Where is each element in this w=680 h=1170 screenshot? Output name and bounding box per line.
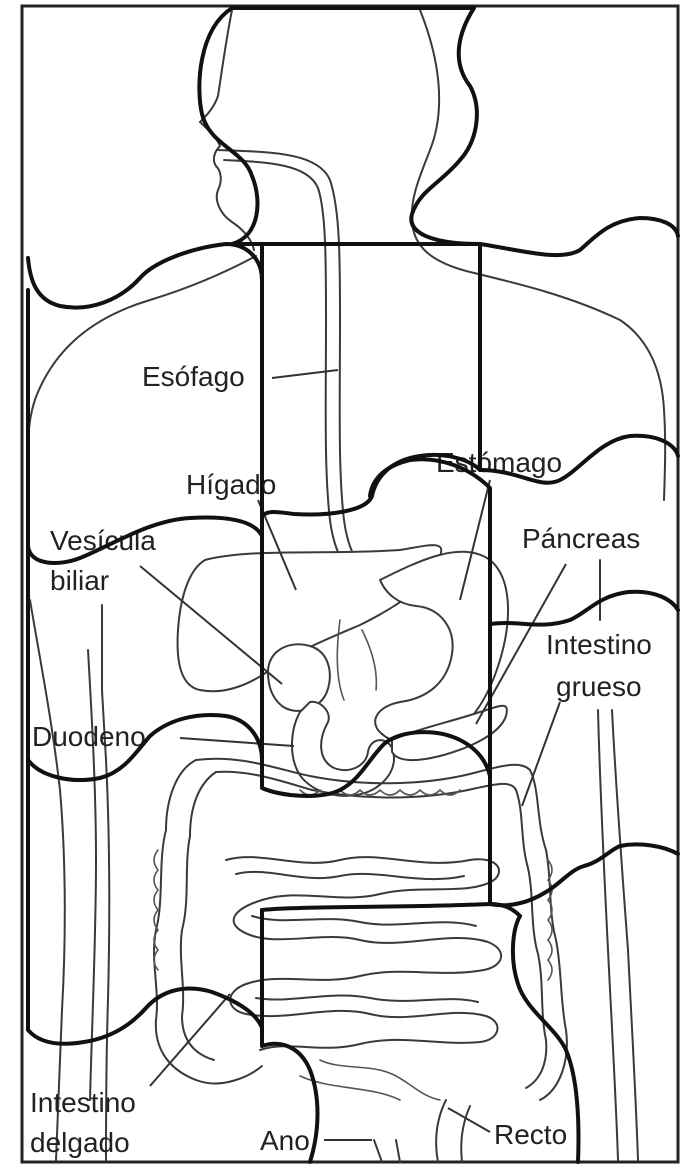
label-intestino-grueso-line2: grueso xyxy=(556,671,642,702)
label-recto: Recto xyxy=(494,1119,567,1150)
puzzle-piece-head xyxy=(199,8,480,244)
puzzle-piece-right-shoulder xyxy=(480,218,678,255)
label-vesicula-line2: biliar xyxy=(50,565,109,596)
label-intestino-delgado-line2: delgado xyxy=(30,1127,130,1158)
gallbladder xyxy=(268,644,330,711)
puzzle-piece-left-upper xyxy=(28,290,262,563)
label-esofago: Esófago xyxy=(142,361,245,392)
puzzle-piece-right-middle xyxy=(490,592,678,625)
label-intestino-grueso-line1: Intestino xyxy=(546,629,652,660)
label-pancreas: Páncreas xyxy=(522,523,640,554)
puzzle-piece-left-shoulder xyxy=(28,244,262,308)
label-duodeno: Duodeno xyxy=(32,721,146,752)
label-ano: Ano xyxy=(260,1125,310,1156)
large-intestine xyxy=(154,759,567,1162)
label-intestino-delgado-line1: Intestino xyxy=(30,1087,136,1118)
small-intestine xyxy=(226,857,501,1100)
colon-haustra xyxy=(154,790,552,980)
